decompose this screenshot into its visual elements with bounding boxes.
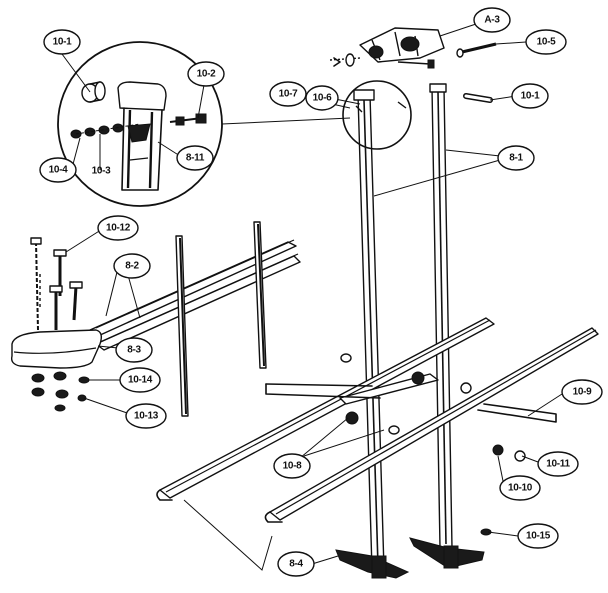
seat-nuts bbox=[31, 371, 90, 412]
upright-posts bbox=[342, 80, 453, 571]
callout-10-5: 10-5 bbox=[525, 29, 567, 55]
callout-label: 8-3 bbox=[127, 345, 141, 356]
inset-bolt bbox=[169, 113, 207, 126]
callout-8-11: 8-11 bbox=[176, 145, 214, 171]
callout-10-8: 10-8 bbox=[273, 453, 311, 479]
callout-10-1-inset: 10-1 bbox=[43, 29, 81, 55]
seat-bolts bbox=[30, 237, 83, 331]
callout-label: 10-3 bbox=[92, 166, 112, 177]
callout-label: 10-9 bbox=[573, 387, 593, 398]
callout-label: A-3 bbox=[484, 15, 500, 26]
callout-label: 10-14 bbox=[128, 375, 153, 386]
callout-10-14: 10-14 bbox=[119, 367, 161, 393]
callout-10-4: 10-4 bbox=[39, 157, 77, 183]
callout-8-4: 8-4 bbox=[277, 551, 315, 577]
base-feet bbox=[335, 528, 492, 579]
callout-10-6: 10-6 bbox=[305, 85, 339, 111]
callout-label: 10-11 bbox=[546, 459, 570, 470]
callout-10-3: 10-3 bbox=[92, 166, 112, 177]
callout-label: 10-10 bbox=[508, 483, 533, 494]
callout-10-10: 10-10 bbox=[499, 475, 541, 501]
callout-10-1-right: 10-1 bbox=[511, 83, 549, 109]
callout-label: 10-15 bbox=[526, 531, 551, 542]
callout-10-2: 10-2 bbox=[187, 61, 225, 87]
callout-label: 10-13 bbox=[134, 411, 159, 422]
back-frame-rails bbox=[89, 221, 301, 417]
callout-10-9: 10-9 bbox=[561, 379, 603, 405]
callout-label: 8-11 bbox=[186, 153, 205, 164]
callout-label: 10-4 bbox=[49, 165, 69, 176]
callout-label: 10-6 bbox=[313, 93, 333, 104]
callout-8-3: 8-3 bbox=[115, 337, 153, 363]
callout-label: 8-4 bbox=[289, 559, 303, 570]
callout-10-12: 10-12 bbox=[97, 215, 139, 241]
inset-knob bbox=[81, 81, 106, 103]
callout-a-3: A-3 bbox=[473, 7, 511, 33]
callout-label: 10-1 bbox=[521, 91, 541, 102]
callout-label: 10-5 bbox=[537, 37, 557, 48]
right-pin bbox=[463, 93, 493, 103]
callout-label: 8-1 bbox=[509, 153, 523, 164]
inset-washers bbox=[70, 123, 141, 139]
callout-10-7: 10-7 bbox=[269, 81, 307, 107]
u-bracket bbox=[265, 383, 557, 423]
top-clamp-assembly bbox=[329, 27, 497, 69]
callout-10-15: 10-15 bbox=[517, 523, 559, 549]
callout-8-1: 8-1 bbox=[497, 145, 535, 171]
callout-label: 10-1 bbox=[53, 37, 73, 48]
seat-block bbox=[10, 329, 103, 369]
callout-label: 10-12 bbox=[106, 223, 131, 234]
rail-washers bbox=[340, 353, 526, 462]
callout-label: 10-7 bbox=[279, 89, 299, 100]
runner-rails bbox=[156, 317, 599, 523]
callout-label: 10-8 bbox=[283, 461, 303, 472]
callout-label: 8-2 bbox=[125, 261, 139, 272]
callout-label: 10-2 bbox=[197, 69, 217, 80]
callout-10-11: 10-11 bbox=[537, 451, 579, 477]
callout-10-13: 10-13 bbox=[125, 403, 167, 429]
callout-8-2: 8-2 bbox=[113, 253, 151, 279]
inset-socket-tube bbox=[117, 81, 167, 191]
